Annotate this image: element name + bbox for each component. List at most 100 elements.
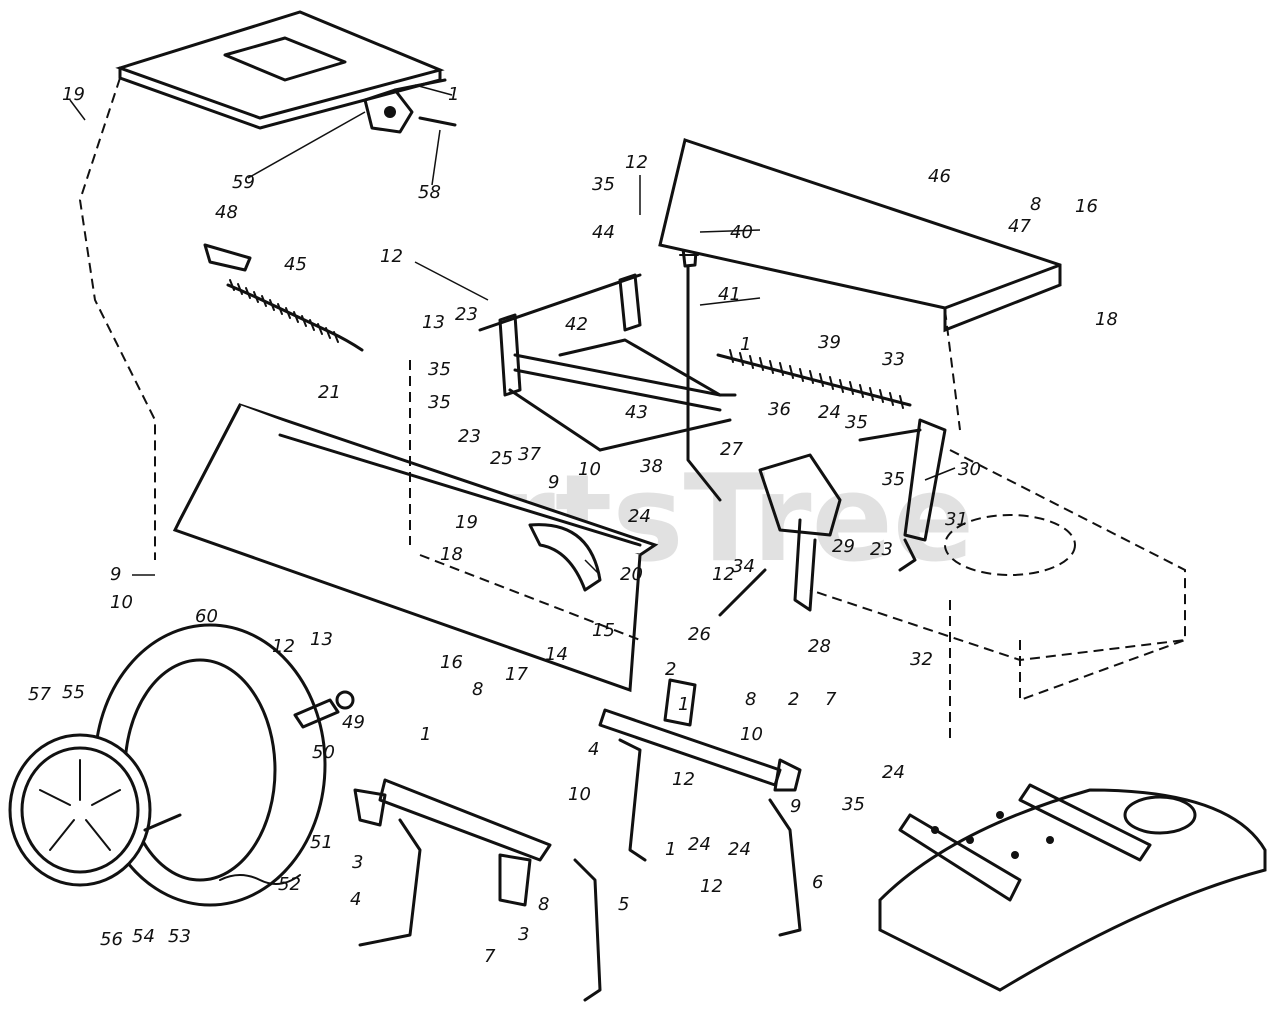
front-panel-21 xyxy=(172,403,659,693)
rod-34 xyxy=(718,568,767,617)
spacer-50 xyxy=(293,698,340,729)
callout-24: 24 xyxy=(818,402,841,423)
callout-13: 13 xyxy=(310,629,333,650)
callout-12: 12 xyxy=(700,876,723,897)
callout-32: 32 xyxy=(910,649,933,670)
callout-35: 35 xyxy=(842,794,865,815)
callout-55: 55 xyxy=(62,682,85,703)
pivot-mechanism xyxy=(758,453,842,612)
callout-15: 15 xyxy=(592,620,615,641)
callout-3: 3 xyxy=(352,852,363,873)
callout-24: 24 xyxy=(728,839,751,860)
callout-48: 48 xyxy=(215,202,238,223)
callout-24: 24 xyxy=(688,834,711,855)
callout-39: 39 xyxy=(818,332,841,353)
callout-17: 17 xyxy=(505,664,528,685)
callout-56: 56 xyxy=(100,929,123,950)
callout-12: 12 xyxy=(625,152,648,173)
callout-8: 8 xyxy=(538,894,549,915)
hinge-bracket xyxy=(363,78,457,134)
callout-26: 26 xyxy=(688,624,711,645)
callout-46: 46 xyxy=(928,166,951,187)
callout-41: 41 xyxy=(718,284,741,305)
lift-arm-1-front xyxy=(353,778,602,1002)
callout-27: 27 xyxy=(720,439,743,460)
callout-58: 58 xyxy=(418,182,441,203)
callout-10: 10 xyxy=(578,459,601,480)
callout-50: 50 xyxy=(312,742,335,763)
callout-labels: 19 59 58 1 48 45 12 35 12 44 13 23 42 35… xyxy=(28,84,1118,967)
callout-43: 43 xyxy=(625,402,648,423)
callout-10: 10 xyxy=(740,724,763,745)
ratchet-20 xyxy=(528,523,602,592)
callout-60: 60 xyxy=(195,606,218,627)
hood-panel xyxy=(78,10,445,560)
callout-3: 3 xyxy=(518,924,529,945)
callout-2: 2 xyxy=(665,659,676,680)
callout-12: 12 xyxy=(272,636,295,657)
callout-21: 21 xyxy=(318,382,341,403)
rod-38 xyxy=(598,418,732,452)
callout-9: 9 xyxy=(110,564,121,585)
callout-35: 35 xyxy=(428,392,451,413)
callout-10: 10 xyxy=(568,784,591,805)
leader-lines xyxy=(69,84,956,576)
callout-7: 7 xyxy=(825,689,837,710)
callout-28: 28 xyxy=(808,636,831,657)
callout-24: 24 xyxy=(882,762,905,783)
callout-47: 47 xyxy=(1008,216,1031,237)
callout-1: 1 xyxy=(740,334,751,355)
callout-12: 12 xyxy=(712,564,735,585)
callout-35: 35 xyxy=(592,174,615,195)
callout-35: 35 xyxy=(845,412,868,433)
link-37 xyxy=(508,388,602,452)
callout-18: 18 xyxy=(440,544,463,565)
callout-13: 13 xyxy=(422,312,445,333)
callout-40: 40 xyxy=(730,222,753,243)
callout-9: 9 xyxy=(548,472,559,493)
callout-29: 29 xyxy=(832,536,855,557)
callout-12: 12 xyxy=(380,246,403,267)
callout-2: 2 xyxy=(788,689,799,710)
callout-49: 49 xyxy=(342,712,365,733)
callout-8: 8 xyxy=(472,679,483,700)
callout-57: 57 xyxy=(28,684,51,705)
callout-37: 37 xyxy=(518,444,541,465)
callout-23: 23 xyxy=(455,304,478,325)
callout-1: 1 xyxy=(420,724,431,745)
frame-guide-bottom xyxy=(419,554,641,641)
frame-body xyxy=(809,449,1186,740)
callout-1: 1 xyxy=(665,839,676,860)
callout-12: 12 xyxy=(672,769,695,790)
callout-45: 45 xyxy=(284,254,307,275)
callout-51: 51 xyxy=(310,832,333,853)
lift-arm-1-rear xyxy=(598,678,802,937)
hubcap-56 xyxy=(8,733,152,887)
callout-35: 35 xyxy=(882,469,905,490)
callout-31: 31 xyxy=(945,509,968,530)
lift-shaft-44 xyxy=(478,273,737,412)
callout-6: 6 xyxy=(812,872,823,893)
callout-8: 8 xyxy=(745,689,756,710)
callout-19: 19 xyxy=(62,84,85,105)
callout-30: 30 xyxy=(958,459,981,480)
callout-18: 18 xyxy=(1095,309,1118,330)
callout-7: 7 xyxy=(484,946,496,967)
callout-44: 44 xyxy=(592,222,615,243)
callout-16: 16 xyxy=(440,652,463,673)
callout-38: 38 xyxy=(640,456,663,477)
callout-14: 14 xyxy=(545,644,568,665)
callout-59: 59 xyxy=(232,172,255,193)
callout-4: 4 xyxy=(588,739,599,760)
axle-bolt xyxy=(143,813,182,832)
callout-33: 33 xyxy=(882,349,905,370)
callout-4: 4 xyxy=(350,889,361,910)
callout-1: 1 xyxy=(448,84,459,105)
callout-1: 1 xyxy=(678,694,689,715)
callout-23: 23 xyxy=(458,426,481,447)
callout-9: 9 xyxy=(790,796,801,817)
callout-34: 34 xyxy=(732,556,755,577)
callout-5: 5 xyxy=(618,894,629,915)
spring-45 xyxy=(203,243,364,352)
